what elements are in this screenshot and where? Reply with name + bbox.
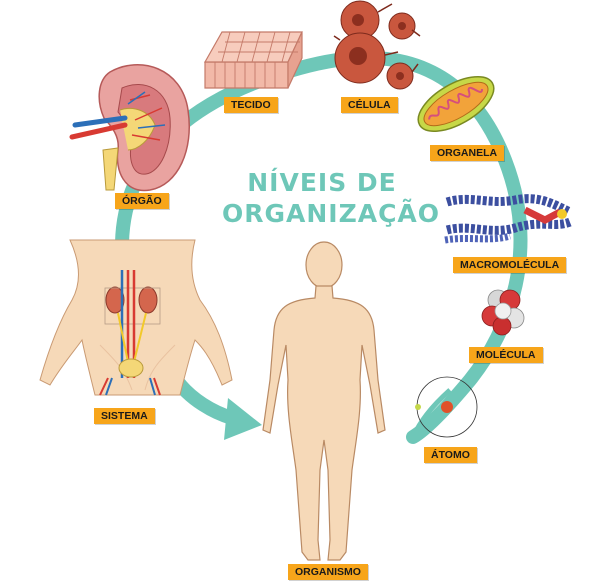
mitochondrion-illustration (417, 76, 495, 132)
label-orgao: ÓRGÃO (115, 193, 169, 209)
tissue-illustration (203, 31, 303, 89)
label-macromolecula: MACROMOLÉCULA (453, 257, 567, 273)
label-atomo: ÁTOMO (424, 447, 477, 463)
atom-illustration (415, 376, 478, 438)
kidney-illustration (69, 64, 190, 192)
label-molecula: MOLÉCULA (469, 347, 543, 363)
label-tecido: TECIDO (224, 97, 278, 113)
label-celula: CÉLULA (341, 97, 398, 113)
atom-arc (410, 388, 452, 439)
cycle-arrowhead (224, 398, 262, 440)
torso-system-illustration (39, 239, 233, 396)
label-sistema: SISTEMA (94, 408, 155, 424)
macromolecule-illustration (444, 194, 572, 244)
diagram-title-line-1: NÍVEIS DE (247, 168, 397, 197)
diagram-title-line-2: ORGANIZAÇÃO (222, 199, 441, 228)
molecule-illustration (481, 289, 525, 336)
label-organela: ORGANELA (430, 145, 505, 161)
human-body-illustration (262, 241, 386, 561)
label-organismo: ORGANISMO (288, 564, 368, 580)
cell-illustration (333, 0, 421, 90)
